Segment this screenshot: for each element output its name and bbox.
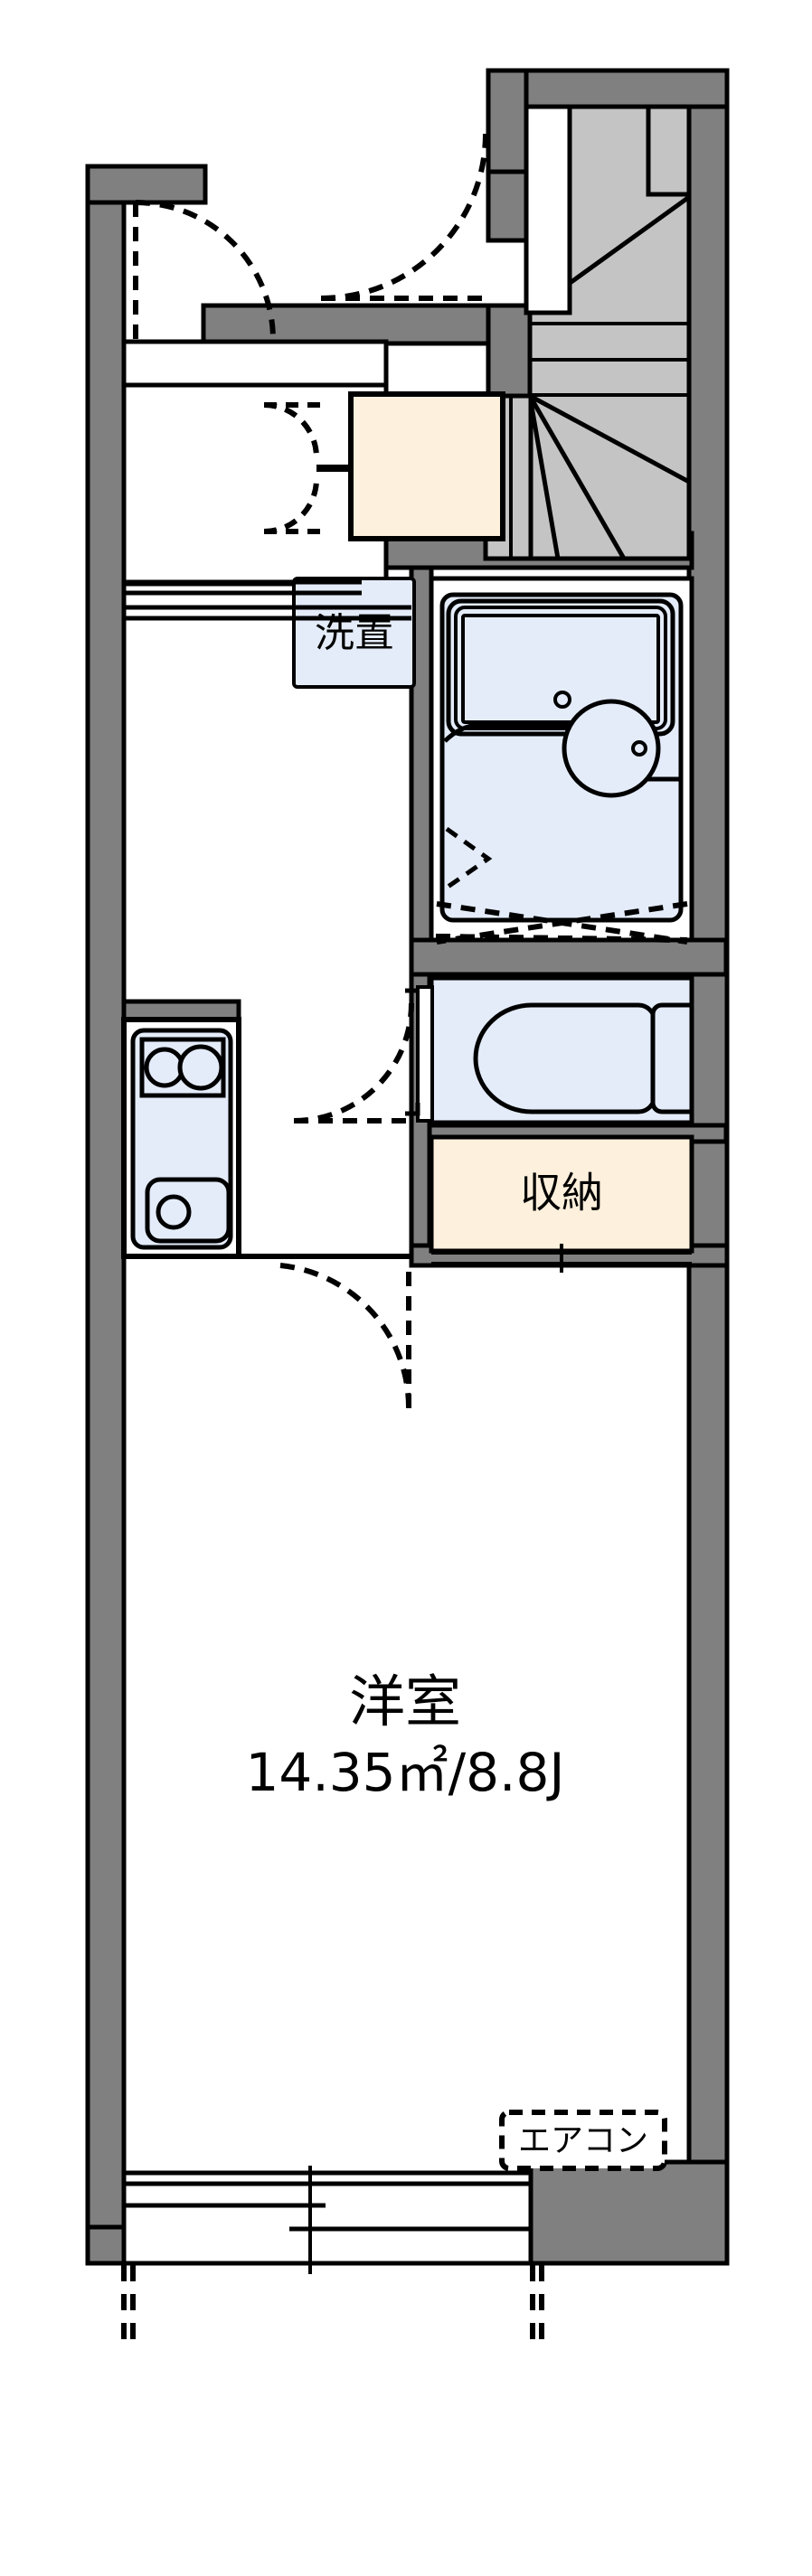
wall-stair-left-mid bbox=[486, 169, 533, 243]
kitchen-counter bbox=[121, 999, 241, 1259]
balcony-guide-lines bbox=[121, 2265, 544, 2350]
hall-top-edge bbox=[124, 605, 411, 621]
stove-burner-right bbox=[177, 1044, 224, 1091]
wall-stair-left-upper bbox=[486, 68, 529, 182]
bath-drain bbox=[553, 691, 571, 709]
main-room-area: 14.35㎡/8.8J bbox=[246, 1742, 565, 1803]
toilet-bowl bbox=[473, 1002, 657, 1114]
closet bbox=[429, 1134, 694, 1254]
bath-door[interactable] bbox=[435, 934, 688, 943]
bath-door-swing[interactable] bbox=[436, 901, 688, 945]
toilet-tank bbox=[650, 1002, 694, 1114]
toilet-room bbox=[429, 975, 694, 1125]
shoe-box-door[interactable] bbox=[263, 402, 321, 534]
unit-bath bbox=[429, 576, 694, 943]
main-room-label: 洋室 bbox=[349, 1669, 461, 1735]
wall-entry-top bbox=[201, 303, 532, 346]
hall-threshold bbox=[124, 579, 362, 596]
entrance-area bbox=[121, 339, 389, 587]
hall-door-upper[interactable] bbox=[320, 133, 488, 301]
closet-doors[interactable] bbox=[431, 1244, 692, 1273]
wall-right-exterior bbox=[686, 68, 730, 2266]
wall-left-exterior bbox=[85, 164, 127, 2266]
balcony-sliding-window[interactable] bbox=[121, 2166, 533, 2274]
wall-bath-toilet-divider bbox=[409, 937, 729, 977]
toilet-door[interactable] bbox=[405, 985, 434, 1123]
entrance-door[interactable] bbox=[133, 200, 276, 341]
sink-drain bbox=[156, 1194, 192, 1230]
closet-label: 収納 bbox=[520, 1169, 603, 1217]
room-entry-door[interactable] bbox=[279, 1263, 412, 1409]
washbasin bbox=[562, 699, 661, 798]
hall-door-to-room[interactable] bbox=[293, 1002, 414, 1123]
aircon-label: エアコン bbox=[518, 2122, 648, 2159]
aircon-tag: エアコン bbox=[499, 2110, 667, 2171]
stove-burner-left bbox=[144, 1047, 185, 1088]
shoe-box bbox=[348, 391, 505, 541]
wall-top-left-return bbox=[85, 164, 208, 205]
washbasin-drain bbox=[631, 740, 647, 757]
wall-bottom-right-solid bbox=[528, 2159, 730, 2266]
